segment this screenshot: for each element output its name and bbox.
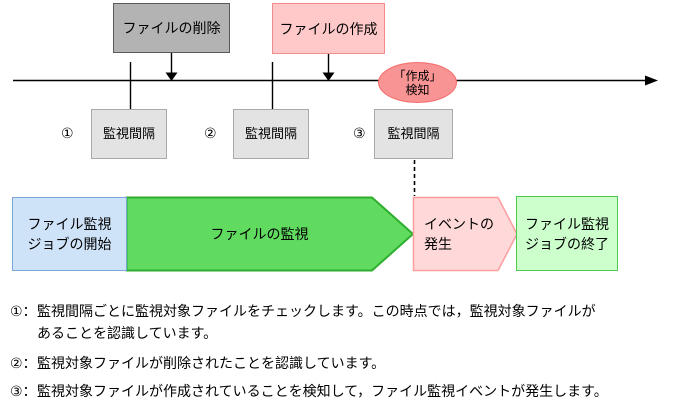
flow-start-line-2: ジョブの開始 [27,236,112,252]
bubble-line-2: 検知 [405,82,430,97]
note-2-text: 監視対象ファイルが削除されたことを認識しています。 [37,352,385,374]
note-1-number: ①： [10,303,37,319]
flow-step-end: ファイル監視 ジョブの終了 [516,196,618,271]
timeline-arrowhead-icon [645,75,658,86]
note-3-line-1: 監視対象ファイルが作成されていることを検知して，ファイル監視イベントが発生します… [37,383,608,399]
monitor-interval-label-3: 監視間隔 [387,126,440,141]
delete-arrowhead-icon [165,72,178,81]
file-create-label: ファイルの作成 [279,20,378,37]
monitor-interval-box-1: 監視間隔 [91,109,167,159]
flow-monitoring-label: ファイルの監視 [210,226,309,242]
step-marker-3: ③ [353,125,366,141]
event-pentagon-shape [412,196,518,272]
flow-end-line-1: ファイル監視 [525,215,609,232]
flow-event-line-1: イベントの [424,216,494,232]
note-2: ②： 監視対象ファイルが削除されたことを認識しています。 [10,352,385,374]
note-1: ①： 監視間隔ごとに監視対象ファイルをチェックします。この時点では，監視対象ファ… [10,300,596,344]
note-1-text: 監視間隔ごとに監視対象ファイルをチェックします。この時点では，監視対象ファイルが… [37,300,596,344]
note-1-line-1: 監視間隔ごとに監視対象ファイルをチェックします。この時点では，監視対象ファイルが [37,303,596,319]
monitor-interval-label-1: 監視間隔 [102,126,155,141]
note-2-number: ②： [10,355,37,371]
flow-step-monitoring: ファイルの監視 [126,197,393,271]
create-arrowhead-icon [322,72,335,81]
file-delete-label: ファイルの削除 [122,20,221,36]
step-marker-1: ① [61,125,74,141]
bubble-line-1: 「作成」 [393,68,442,83]
note-2-line-1: 監視対象ファイルが削除されたことを認識しています。 [37,355,386,371]
note-1-line-2: あることを認識しています。 [37,325,218,341]
note-3: ③： 監視対象ファイルが作成されていることを検知して，ファイル監視イベントが発生… [10,380,608,402]
flow-end-line-2: ジョブの終了 [525,235,609,252]
file-create-box: ファイルの作成 [272,3,385,54]
monitor-interval-label-2: 監視間隔 [244,126,297,141]
flow-step-event: イベントの 発生 [424,197,514,271]
step-marker-2: ② [204,125,217,141]
note-3-number: ③： [10,383,37,399]
flow-step-start: ファイル監視 ジョブの開始 [12,197,127,271]
flow-event-line-2: 発生 [424,236,452,252]
file-delete-box: ファイルの削除 [113,3,230,53]
flow-start-line-1: ファイル監視 [27,216,112,232]
monitor-interval-box-2: 監視間隔 [233,109,309,159]
creation-detected-bubble: 「作成」 検知 [378,62,457,103]
note-3-text: 監視対象ファイルが作成されていることを検知して，ファイル監視イベントが発生します… [37,380,608,402]
monitor-interval-box-3: 監視間隔 [374,109,453,159]
